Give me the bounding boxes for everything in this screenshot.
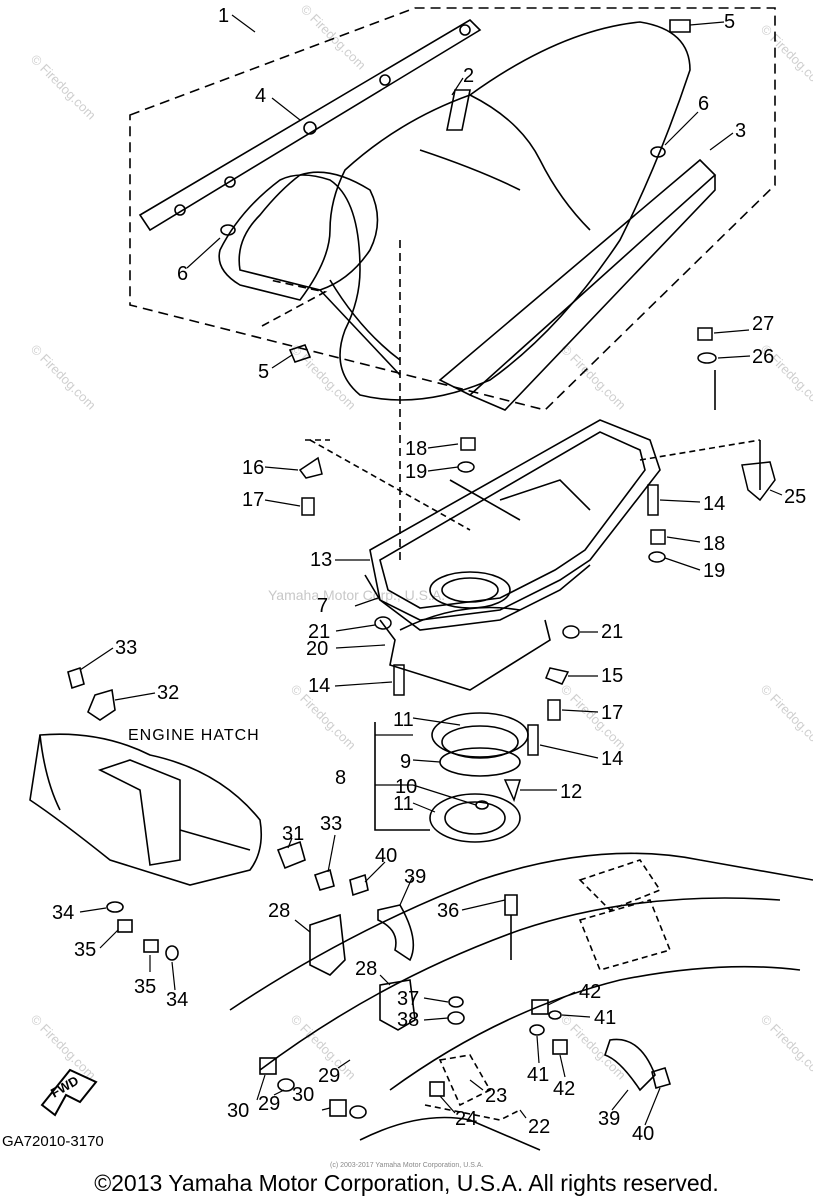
- callout-36: 36: [437, 900, 459, 922]
- callout-28: 28: [268, 900, 290, 922]
- watermark-site: © Firedog.com: [758, 22, 813, 93]
- callout-30: 30: [292, 1084, 314, 1106]
- callout-37: 37: [397, 988, 419, 1010]
- callout-11: 11: [393, 709, 414, 731]
- callout-14: 14: [601, 748, 623, 770]
- callout-18: 18: [405, 438, 427, 460]
- callout-42: 42: [579, 981, 601, 1003]
- watermark-site: © Firedog.com: [758, 1012, 813, 1083]
- watermark-site: © Firedog.com: [558, 342, 629, 413]
- callout-33: 33: [320, 813, 342, 835]
- watermark-center: Yamaha Motor Corp., U.S.A.: [268, 587, 445, 603]
- callout-11: 11: [393, 793, 414, 815]
- callout-9: 9: [400, 751, 411, 773]
- callout-10: 10: [395, 776, 417, 798]
- callout-15: 15: [601, 665, 623, 687]
- callout-24: 24: [455, 1108, 477, 1130]
- callout-4: 4: [255, 85, 266, 107]
- callout-40: 40: [375, 845, 397, 867]
- callout-3: 3: [735, 120, 746, 142]
- hull-lower: [40, 852, 813, 1151]
- storage-bucket: [305, 370, 761, 691]
- callout-2: 2: [463, 65, 474, 87]
- callout-29: 29: [318, 1065, 340, 1087]
- callout-21: 21: [308, 621, 330, 643]
- engine-hatch: [29, 666, 335, 961]
- callout-6: 6: [698, 93, 709, 115]
- callout-34: 34: [166, 989, 188, 1011]
- seat-assembly: [129, 7, 776, 560]
- callout-39: 39: [598, 1108, 620, 1130]
- callout-5: 5: [258, 361, 269, 383]
- callouts: 1 2 3 4 5 5 6 6 7 8 9 10 11 11 12 13 14 …: [52, 5, 806, 1145]
- callout-12: 12: [560, 781, 582, 803]
- engine-hatch-label: ENGINE HATCH: [128, 727, 260, 744]
- watermark-site: © Firedog.com: [28, 52, 99, 123]
- callout-35: 35: [74, 939, 96, 961]
- watermark-site: © Firedog.com: [758, 682, 813, 753]
- watermark-site: © Firedog.com: [28, 342, 99, 413]
- callout-22: 22: [528, 1116, 550, 1138]
- callout-38: 38: [397, 1009, 419, 1031]
- callout-35: 35: [134, 976, 156, 998]
- callout-20: 20: [306, 638, 328, 660]
- callout-39: 39: [404, 866, 426, 888]
- watermark-site: © Firedog.com: [288, 342, 359, 413]
- callout-41: 41: [527, 1064, 549, 1086]
- callout-13: 13: [310, 549, 332, 571]
- callout-14: 14: [703, 493, 725, 515]
- callout-29: 29: [258, 1093, 280, 1115]
- callout-18: 18: [703, 533, 725, 555]
- fasteners: [298, 327, 776, 803]
- callout-6: 6: [177, 263, 188, 285]
- callout-17: 17: [601, 702, 623, 724]
- callout-1: 1: [218, 5, 229, 27]
- callout-5: 5: [724, 11, 735, 33]
- callout-19: 19: [405, 461, 427, 483]
- callout-26: 26: [752, 346, 774, 368]
- callout-30: 30: [227, 1100, 249, 1122]
- callout-27: 27: [752, 313, 774, 335]
- watermark-site: © Firedog.com: [28, 1012, 99, 1083]
- callout-8: 8: [335, 767, 346, 789]
- callout-23: 23: [485, 1085, 507, 1107]
- callout-34: 34: [52, 902, 74, 924]
- footer-small-print: (c) 2003-2017 Yamaha Motor Corporation, …: [330, 1162, 484, 1169]
- callout-28: 28: [355, 958, 377, 980]
- leader-lines: [79, 14, 783, 1126]
- callout-42: 42: [553, 1078, 575, 1100]
- watermark-site: © Firedog.com: [298, 2, 369, 73]
- callout-40: 40: [632, 1123, 654, 1145]
- callout-19: 19: [703, 560, 725, 582]
- drawing-code: GA72010-3170: [2, 1133, 104, 1150]
- callout-14: 14: [308, 675, 330, 697]
- callout-16: 16: [242, 457, 264, 479]
- callout-21: 21: [601, 621, 623, 643]
- callout-32: 32: [157, 682, 179, 704]
- copyright-notice: ©2013 Yamaha Motor Corporation, U.S.A. A…: [94, 1170, 719, 1196]
- callout-31: 31: [282, 823, 304, 845]
- callout-25: 25: [784, 486, 806, 508]
- callout-7: 7: [317, 595, 328, 617]
- callout-17: 17: [242, 489, 264, 511]
- callout-41: 41: [594, 1007, 616, 1029]
- callout-33: 33: [115, 637, 137, 659]
